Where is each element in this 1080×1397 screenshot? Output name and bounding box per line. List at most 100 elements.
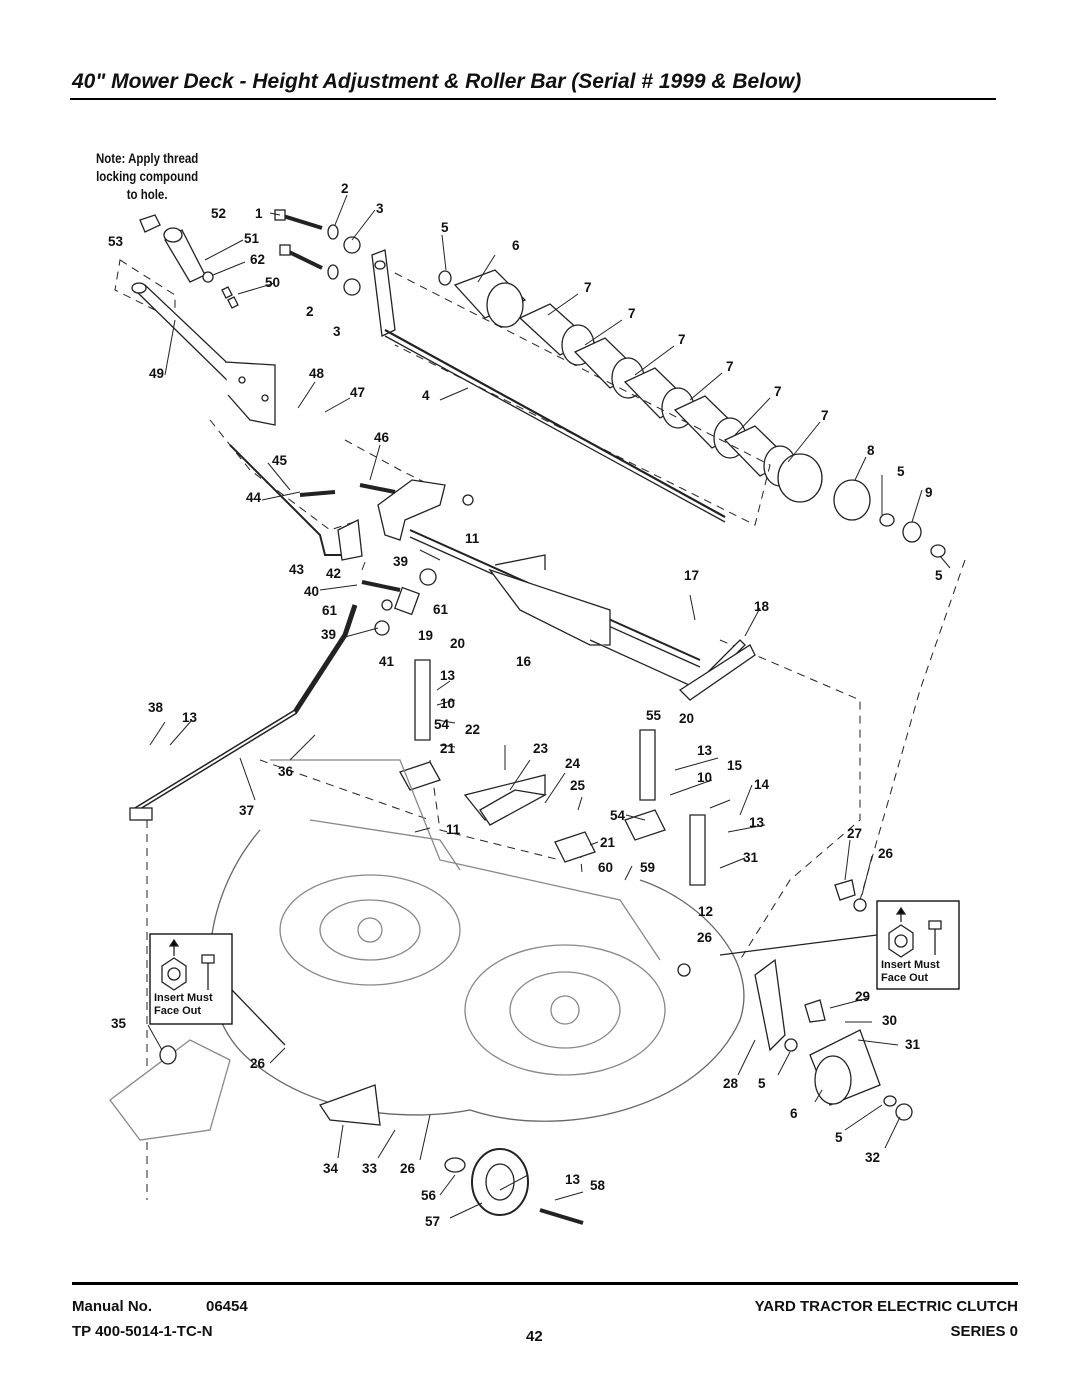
callout-5d: 5 [758,1076,766,1091]
callout-6b: 6 [790,1106,798,1121]
product-name: YARD TRACTOR ELECTRIC CLUTCH [754,1298,1018,1315]
callout-50: 50 [265,275,280,290]
callout-11a: 11 [465,531,480,546]
callout-26c: 26 [250,1056,266,1071]
callout-21a: 21 [440,741,456,756]
callout-20a: 20 [450,636,465,651]
callout-60: 60 [598,860,613,875]
insert-note-line: Face Out [154,1005,202,1017]
callout-56: 56 [421,1188,437,1203]
callout-8: 8 [867,443,875,458]
insert-note-line: Insert Must [154,992,213,1004]
callout-49: 49 [149,366,164,381]
callout-47: 47 [350,385,365,400]
tp-number: TP 400-5014-1-TC-N [72,1323,213,1340]
callout-7c: 7 [678,332,686,347]
callout-26d: 26 [400,1161,416,1176]
callout-36: 36 [278,764,294,779]
callout-61a: 61 [322,603,338,618]
callout-55: 55 [646,708,662,723]
callout-31b: 31 [905,1037,921,1052]
callout-41: 41 [379,654,395,669]
manual-label: Manual No. [72,1298,153,1315]
callout-12: 12 [698,904,713,919]
callout-13d: 13 [749,815,765,830]
callout-17: 17 [684,568,699,583]
callout-28: 28 [723,1076,739,1091]
callout-19: 19 [418,628,433,643]
callout-34: 34 [323,1161,339,1176]
callout-57: 57 [425,1214,440,1229]
callout-27: 27 [847,826,862,841]
callout-7f: 7 [821,408,829,423]
callout-1: 1 [255,206,263,221]
callout-48: 48 [309,366,325,381]
callout-13c: 13 [697,743,713,758]
callout-13e: 13 [565,1172,581,1187]
insert-note-left: Insert Must Face Out [154,992,213,1018]
callout-33: 33 [362,1161,378,1176]
callout-31a: 31 [743,850,759,865]
callout-13a: 13 [440,668,456,683]
callout-22: 22 [465,722,480,737]
insert-note-line: Face Out [881,972,929,984]
callout-15: 15 [727,758,743,773]
page-number: 42 [526,1328,543,1345]
callout-9: 9 [925,485,933,500]
manual-number: 06454 [206,1298,248,1315]
callout-29: 29 [855,989,870,1004]
callout-14: 14 [754,777,770,792]
callout-44: 44 [246,490,262,505]
callout-30: 30 [882,1013,897,1028]
callout-25: 25 [570,778,586,793]
thread-note: Note: Apply thread locking compound to h… [96,150,198,204]
callout-13b: 13 [182,710,198,725]
callout-52: 52 [211,206,226,221]
callout-54b: 54 [610,808,626,823]
callout-45: 45 [272,453,288,468]
callout-6: 6 [512,238,520,253]
callout-53: 53 [108,234,124,249]
callout-46: 46 [374,430,390,445]
callout-54a: 54 [434,717,450,732]
callout-35: 35 [111,1016,127,1031]
callout-2b: 2 [306,304,314,319]
series-label: SERIES 0 [950,1323,1018,1340]
callout-51: 51 [244,231,260,246]
callout-18: 18 [754,599,770,614]
note-line: Note: Apply thread [96,151,199,166]
title-rule [70,98,996,100]
note-line: to hole. [126,187,168,202]
callout-24: 24 [565,756,581,771]
insert-note-line: Insert Must [881,959,940,971]
callout-5e: 5 [835,1130,843,1145]
note-line: locking compound [96,169,199,184]
callout-42: 42 [326,566,341,581]
callout-26a: 26 [697,930,713,945]
callout-62: 62 [250,252,265,267]
callout-21b: 21 [600,835,616,850]
insert-note-right: Insert Must Face Out [881,959,940,985]
callout-37: 37 [239,803,254,818]
callout-4: 4 [422,388,430,403]
callout-20b: 20 [679,711,694,726]
callout-61b: 61 [433,602,449,617]
callout-10b: 10 [697,770,712,785]
callout-3: 3 [376,201,384,216]
callout-5b: 5 [897,464,905,479]
callout-16: 16 [516,654,532,669]
callout-43: 43 [289,562,305,577]
callout-3b: 3 [333,324,341,339]
callout-7b: 7 [628,306,636,321]
callout-7e: 7 [774,384,782,399]
callout-39b: 39 [321,627,336,642]
callout-23: 23 [533,741,549,756]
callout-2: 2 [341,181,349,196]
callout-40: 40 [304,584,319,599]
callout-11b: 11 [446,822,461,837]
callout-10a: 10 [440,696,455,711]
callout-59: 59 [640,860,655,875]
callout-38: 38 [148,700,164,715]
callout-5: 5 [441,220,449,235]
